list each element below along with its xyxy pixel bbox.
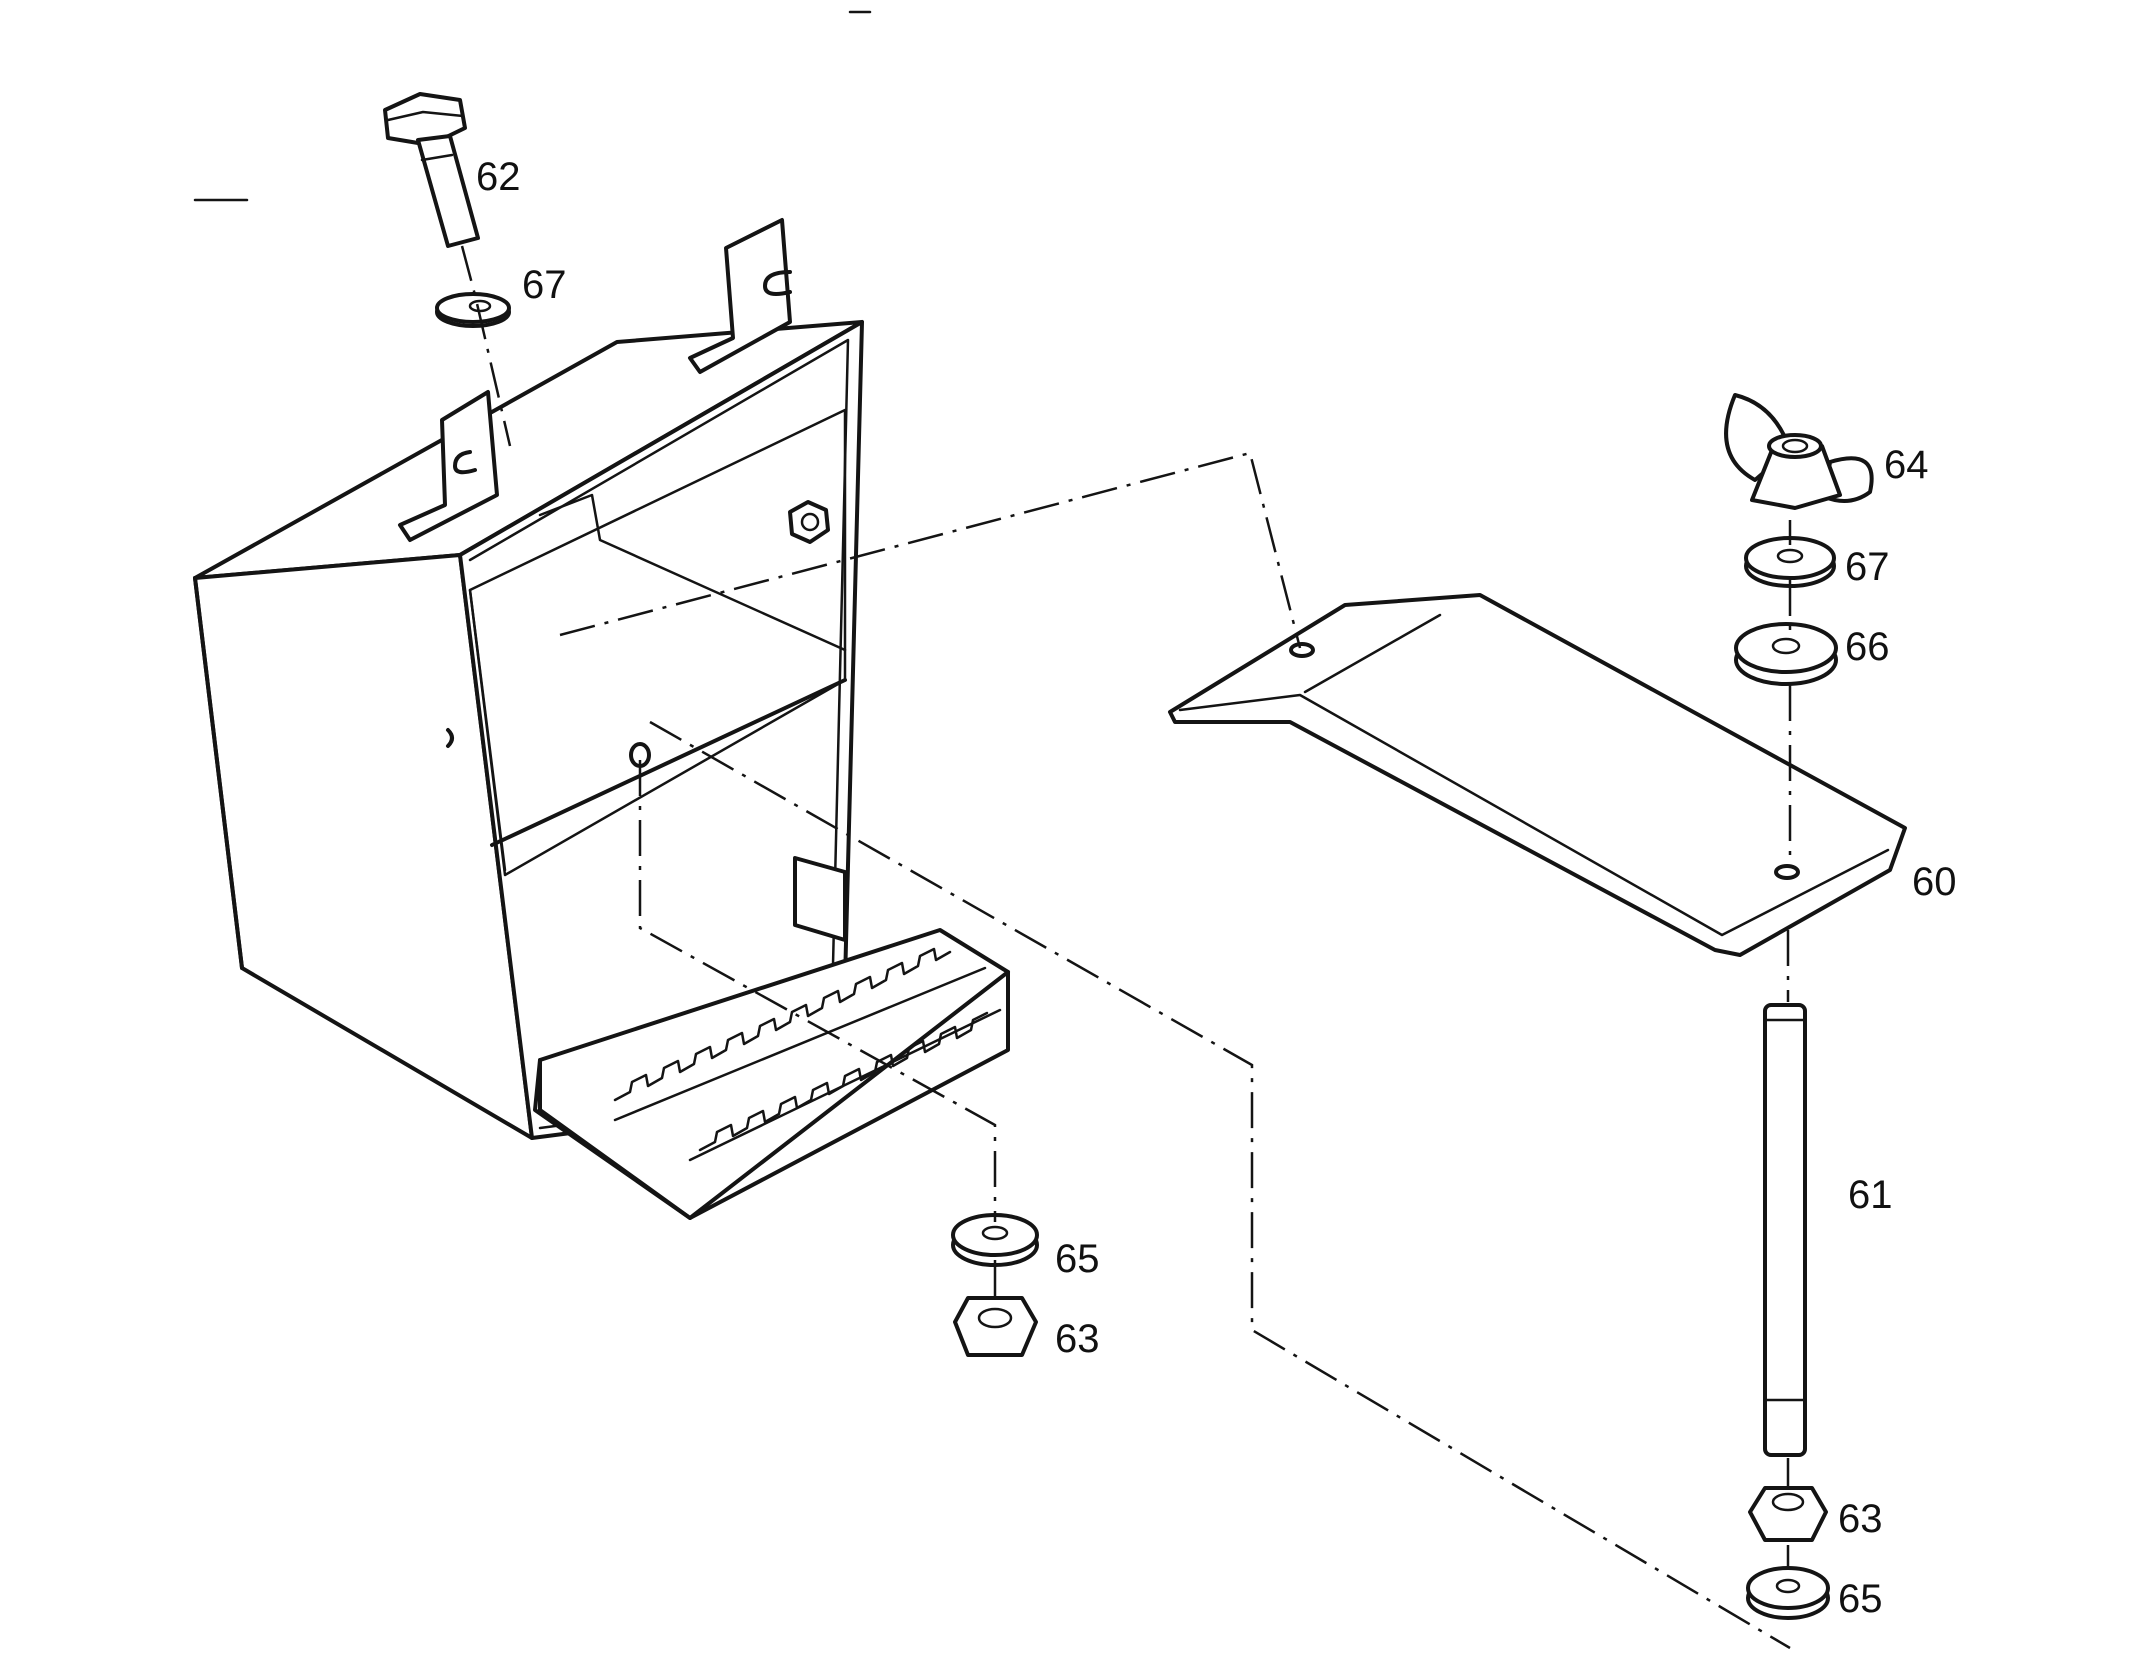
mounting-bracket-left	[398, 390, 499, 542]
flat-washer-bottom-right	[1746, 1566, 1830, 1620]
mounting-bracket-right	[688, 218, 792, 374]
side-nut	[788, 500, 830, 544]
comb-tray	[533, 856, 1010, 1220]
label-part-62: 62	[476, 155, 521, 199]
label-part-61: 61	[1848, 1173, 1893, 1217]
part-labels: 62 67 64 67 66 60 61 65 63 63 65	[476, 155, 1957, 1621]
wing-nut	[1724, 393, 1874, 510]
label-part-63-right: 63	[1838, 1497, 1883, 1541]
label-part-67-right: 67	[1845, 545, 1890, 589]
label-part-63-left: 63	[1055, 1317, 1100, 1361]
label-part-66: 66	[1845, 625, 1890, 669]
flat-bracket-plate	[1168, 593, 1907, 957]
box-housing	[193, 320, 864, 1140]
hex-bolt	[383, 92, 480, 248]
assembly-lines	[460, 245, 1792, 1650]
label-part-60: 60	[1912, 860, 1957, 904]
flat-washer-top	[435, 292, 511, 328]
label-part-64: 64	[1884, 443, 1929, 487]
flat-washer-right	[1744, 536, 1836, 588]
label-part-67-top: 67	[522, 263, 567, 307]
hex-nut-bottom-right	[1748, 1486, 1828, 1542]
plate-hole-right	[1774, 864, 1800, 880]
label-part-65-right: 65	[1838, 1577, 1883, 1621]
rubber-washer	[1734, 622, 1838, 686]
flat-washer-bottom-left	[951, 1213, 1039, 1267]
plate-hole-left	[1289, 642, 1315, 658]
hex-nut-bottom-left	[953, 1296, 1038, 1357]
threaded-rod	[1763, 1003, 1807, 1457]
label-part-65-left: 65	[1055, 1237, 1100, 1281]
